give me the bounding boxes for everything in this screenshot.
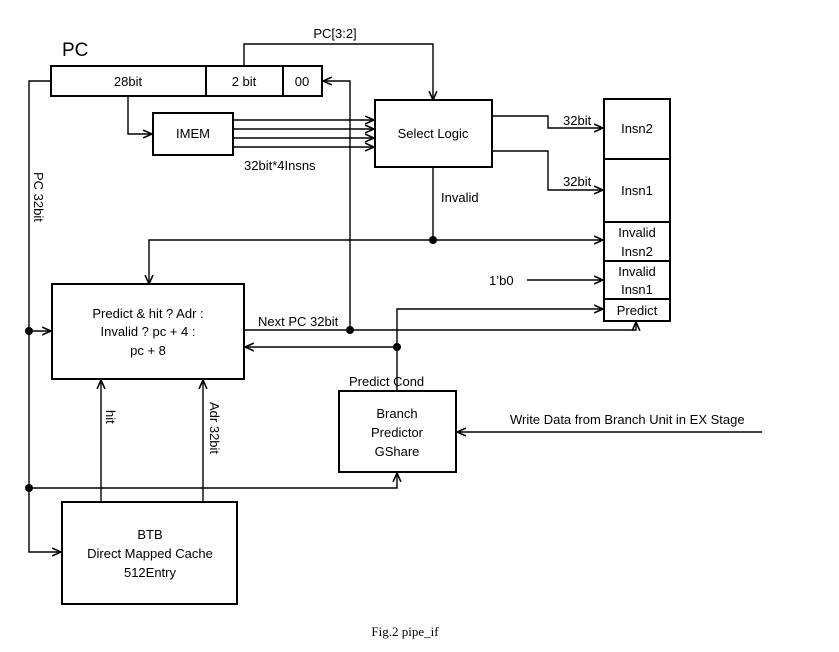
pc-slice-wire: [243, 43, 433, 100]
insn2-width-label: 32bit: [563, 113, 592, 128]
imem-label: IMEM: [176, 126, 210, 141]
pc-28bit-field: 28bit: [114, 74, 143, 89]
insn2-wire: [492, 115, 603, 128]
pc-00-field: 00: [295, 74, 309, 89]
pc-register: [50, 65, 323, 97]
select-logic-block: [374, 99, 493, 168]
adr-32bit-label: Adr 32bit: [207, 402, 222, 454]
predict-cond-label: Predict Cond: [349, 374, 424, 389]
bp-line-2: Predictor: [371, 425, 424, 440]
btb-block: [61, 501, 238, 605]
pc-to-bp-wire: [29, 473, 397, 489]
pc-2bit-field: 2 bit: [232, 74, 257, 89]
imem-width-label: 32bit*4Insns: [244, 158, 316, 173]
invalid-insn2-field-b: Insn2: [621, 244, 653, 259]
imem-block: [152, 112, 234, 156]
next-pc-mux-block: [51, 283, 245, 380]
write-data-label: Write Data from Branch Unit in EX Stage: [510, 412, 745, 427]
invalid-signal-label: Invalid: [441, 190, 479, 205]
insn1-wire: [492, 150, 603, 190]
invalid-insn1-field-b: Insn1: [621, 282, 653, 297]
pc-to-imem-wire: [127, 96, 152, 134]
mux-line-2: Invalid ? pc + 4 :: [100, 324, 195, 339]
predict-to-register-wire: [396, 309, 603, 391]
btb-line-2: Direct Mapped Cache: [87, 546, 213, 561]
invalid-insn2-field-a: Invalid: [618, 225, 656, 240]
const-zero-label: 1’b0: [489, 273, 514, 288]
pc-32bit-bus: [28, 80, 61, 552]
pc-slice-label: PC[3:2]: [313, 26, 356, 41]
if-id-pipeline-register: [603, 98, 671, 322]
next-pc-label: Next PC 32bit: [258, 314, 339, 329]
figure-caption: Fig.2 pipe_if: [371, 624, 439, 639]
bp-line-1: Branch: [376, 406, 417, 421]
btb-line-3: 512Entry: [124, 565, 177, 580]
mux-line-3: pc + 8: [130, 343, 166, 358]
predict-field: Predict: [617, 303, 658, 318]
invalid-to-mux-wire: [149, 239, 433, 284]
invalid-insn1-field-a: Invalid: [618, 264, 656, 279]
insn1-width-label: 32bit: [563, 174, 592, 189]
next-pc-to-pc-wire: [323, 81, 351, 330]
hit-label: hit: [103, 410, 118, 424]
btb-line-1: BTB: [137, 527, 162, 542]
branch-predictor-block: [338, 390, 457, 473]
pc-32bit-label: PC 32bit: [31, 172, 46, 222]
bp-line-3: GShare: [375, 444, 420, 459]
select-logic-label: Select Logic: [398, 126, 469, 141]
imem-to-select-wires: [233, 120, 374, 147]
insn1-field: Insn1: [621, 183, 653, 198]
mux-line-1: Predict & hit ? Adr :: [92, 306, 203, 321]
next-pc-to-register-wire: [350, 322, 636, 330]
insn2-field: Insn2: [621, 121, 653, 136]
pc-title: PC: [62, 40, 88, 61]
